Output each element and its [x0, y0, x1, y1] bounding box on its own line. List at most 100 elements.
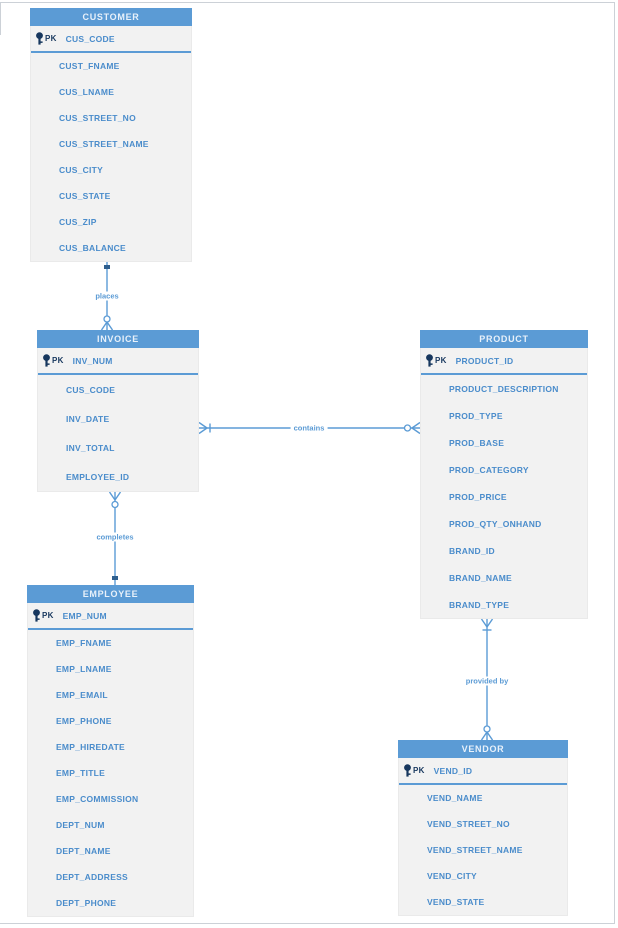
field-name: EMP_COMMISSION [56, 794, 139, 804]
field-name: VEND_CITY [427, 871, 477, 881]
field-name: EMP_LNAME [56, 664, 112, 674]
field-name: PRODUCT_DESCRIPTION [449, 383, 559, 394]
field-name: BRAND_ID [449, 545, 495, 556]
field-name: EMP_PHONE [56, 716, 112, 726]
field-row: DEPT_PHONE [28, 890, 193, 916]
field-name: EMP_FNAME [56, 638, 112, 648]
field-name: DEPT_PHONE [56, 898, 117, 908]
field-row: EMP_HIREDATE [28, 734, 193, 760]
field-row: EMP_LNAME [28, 656, 193, 682]
field-row: CUS_LNAME [31, 79, 191, 105]
entity-title: PRODUCT [479, 334, 529, 344]
field-row: EMP_PHONE [28, 708, 193, 734]
field-row-pk: PK EMP_NUM [28, 603, 193, 630]
field-row: PROD_TYPE [421, 402, 587, 429]
field-row: INV_TOTAL [38, 433, 198, 462]
field-row: CUS_STREET_NAME [31, 131, 191, 157]
entity-title: CUSTOMER [82, 12, 140, 22]
field-name: INV_DATE [66, 413, 110, 424]
relationship-provided-by-connector[interactable] [479, 619, 495, 740]
field-name: INV_TOTAL [66, 442, 115, 453]
field-row: CUS_STREET_NO [31, 105, 191, 131]
field-name: INV_NUM [72, 355, 113, 366]
cardinality-one-tick [112, 576, 118, 580]
entity-invoice-body: PK INV_NUM CUS_CODE INV_DATE INV_TOTAL E… [37, 348, 199, 492]
entity-vendor[interactable]: VENDOR PK VEND_ID VEND_NAME VEND_STREET_… [398, 740, 568, 916]
relationship-completes-label: completes [93, 532, 137, 542]
field-row: DEPT_NAME [28, 838, 193, 864]
field-name: CUS_CODE [65, 33, 115, 44]
field-row: EMPLOYEE_ID [38, 462, 198, 491]
field-row: BRAND_ID [421, 537, 587, 564]
entity-vendor-header: VENDOR [398, 740, 568, 758]
field-row: VEND_STREET_NO [399, 811, 567, 837]
field-name: CUS_STATE [59, 191, 111, 201]
field-name: VEND_ID [433, 765, 473, 776]
field-row: VEND_CITY [399, 863, 567, 889]
entity-employee-body: PK EMP_NUM EMP_FNAME EMP_LNAME EMP_EMAIL… [27, 603, 194, 917]
entity-product[interactable]: PRODUCT PK PRODUCT_ID PRODUCT_DESCRIPTIO… [420, 330, 588, 619]
field-row: BRAND_TYPE [421, 591, 587, 618]
page-border-right [614, 2, 615, 923]
field-name: BRAND_TYPE [449, 599, 510, 610]
field-name: DEPT_ADDRESS [56, 872, 128, 882]
cardinality-zero-circle [103, 315, 111, 323]
field-row: PRODUCT_DESCRIPTION [421, 375, 587, 402]
field-name: CUST_FNAME [59, 61, 120, 71]
crows-foot-many [199, 421, 208, 435]
field-row: CUS_ZIP [31, 209, 191, 235]
field-name: PROD_BASE [449, 437, 505, 448]
entity-title: EMPLOYEE [82, 589, 139, 599]
field-row: PROD_CATEGORY [421, 456, 587, 483]
pk-label: PK [413, 766, 425, 775]
entity-invoice[interactable]: INVOICE PK INV_NUM CUS_CODE INV_DATE INV… [37, 330, 199, 492]
field-name: DEPT_NUM [56, 820, 105, 830]
field-row: VEND_STATE [399, 889, 567, 915]
field-row: CUST_FNAME [31, 53, 191, 79]
crows-foot-many [480, 619, 494, 628]
entity-customer-body: PK CUS_CODE CUST_FNAME CUS_LNAME CUS_STR… [30, 26, 192, 262]
field-name: PROD_TYPE [449, 410, 503, 421]
entity-invoice-header: INVOICE [37, 330, 199, 348]
primary-key-icon [403, 764, 412, 777]
field-row: EMP_EMAIL [28, 682, 193, 708]
field-row-pk: PK CUS_CODE [31, 26, 191, 53]
field-row: EMP_COMMISSION [28, 786, 193, 812]
field-row: EMP_TITLE [28, 760, 193, 786]
field-name: EMP_EMAIL [56, 690, 108, 700]
field-name: CUS_CITY [59, 165, 104, 175]
entity-title: VENDOR [461, 744, 505, 754]
field-name: PROD_PRICE [449, 491, 507, 502]
field-row: CUS_STATE [31, 183, 191, 209]
entity-employee-header: EMPLOYEE [27, 585, 194, 603]
crows-foot-many [100, 321, 114, 330]
field-name: EMPLOYEE_ID [66, 471, 130, 482]
entity-customer[interactable]: CUSTOMER PK CUS_CODE CUST_FNAME CUS_LNAM… [30, 8, 192, 262]
relationship-contains-label: contains [290, 423, 328, 433]
field-row: VEND_STREET_NAME [399, 837, 567, 863]
field-name: PROD_CATEGORY [449, 464, 529, 475]
entity-title: INVOICE [97, 334, 139, 344]
field-name: VEND_STREET_NAME [427, 845, 523, 855]
page-border-left [0, 2, 1, 35]
field-row: DEPT_NUM [28, 812, 193, 838]
field-row: INV_DATE [38, 404, 198, 433]
pk-label: PK [45, 34, 57, 43]
cardinality-one-tick [104, 265, 110, 269]
field-name: PRODUCT_ID [455, 355, 514, 366]
field-name: EMP_NUM [62, 610, 107, 621]
pk-label: PK [42, 611, 54, 620]
entity-employee[interactable]: EMPLOYEE PK EMP_NUM EMP_FNAME EMP_LNAME … [27, 585, 194, 917]
field-name: CUS_STREET_NAME [59, 139, 149, 149]
entity-vendor-body: PK VEND_ID VEND_NAME VEND_STREET_NO VEND… [398, 758, 568, 916]
field-row: VEND_NAME [399, 785, 567, 811]
relationship-provided-by-label: provided by [462, 676, 512, 686]
field-row: PROD_BASE [421, 429, 587, 456]
field-name: VEND_STREET_NO [427, 819, 510, 829]
field-row-pk: PK PRODUCT_ID [421, 348, 587, 375]
field-name: VEND_STATE [427, 897, 485, 907]
primary-key-icon [32, 609, 41, 622]
field-row: BRAND_NAME [421, 564, 587, 591]
cardinality-zero-circle [403, 424, 412, 432]
